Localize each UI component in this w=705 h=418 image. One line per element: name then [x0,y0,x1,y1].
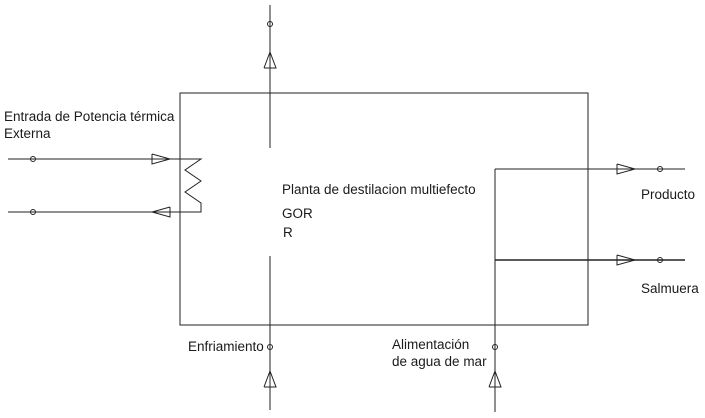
heat-in-node [30,156,36,162]
product-label: Producto [641,187,696,202]
product-arrow [616,163,637,175]
seawater-feed-stream [488,260,502,412]
plant-title: Planta de destilacion multiefecto [282,182,476,197]
thermal-power-label: Entrada de Potencia térmica Externa [4,109,175,141]
product-stream [494,163,685,260]
brine-node [657,257,663,263]
heat-in-arrow [151,153,172,165]
thermal-power-stream [8,153,203,218]
brine-arrow [616,254,637,266]
r-label: R [283,225,293,240]
brine-stream [495,254,685,266]
heat-exchanger-coil [180,158,203,213]
heat-out-node [30,209,36,215]
seawater-in-node [492,344,498,350]
heat-out-arrow [150,206,171,218]
product-node [657,166,663,172]
cooling-label: Enfriamiento [188,339,264,354]
brine-label: Salmuera [641,281,699,296]
gor-label: GOR [282,206,313,221]
cooling-out-arrow [263,50,277,69]
cooling-in-arrow [263,369,277,388]
plant-box [179,92,589,326]
cooling-out-node [267,21,273,27]
cooling-stream [263,5,277,410]
cooling-in-node [267,344,273,350]
seawater-feed-label: Alimentación de agua de mar [392,337,487,369]
seawater-in-arrow [488,369,502,388]
